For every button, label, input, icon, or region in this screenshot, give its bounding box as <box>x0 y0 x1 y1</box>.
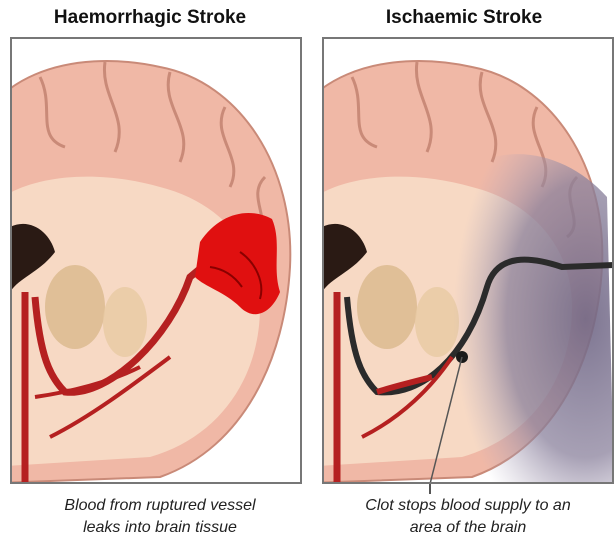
haemorrhagic-caption-line1: Blood from ruptured vessel <box>20 495 300 517</box>
ischaemic-caption: Clot stops blood supply to an area of th… <box>322 495 614 539</box>
clot-pointer-line-extension <box>429 484 431 494</box>
deep-nucleus <box>45 265 105 349</box>
ischaemic-region <box>425 154 614 484</box>
haemorrhagic-caption: Blood from ruptured vessel leaks into br… <box>20 495 300 539</box>
haemorrhagic-caption-line2: leaks into brain tissue <box>20 517 300 539</box>
ischaemic-stroke-illustration <box>322 37 614 484</box>
haemorrhagic-stroke-illustration <box>10 37 302 484</box>
haemorrhagic-stroke-title: Haemorrhagic Stroke <box>0 7 300 29</box>
ischaemic-stroke-title: Ischaemic Stroke <box>314 7 614 29</box>
ischaemic-caption-line2: area of the brain <box>322 517 614 539</box>
ischaemic-caption-line1: Clot stops blood supply to an <box>322 495 614 517</box>
